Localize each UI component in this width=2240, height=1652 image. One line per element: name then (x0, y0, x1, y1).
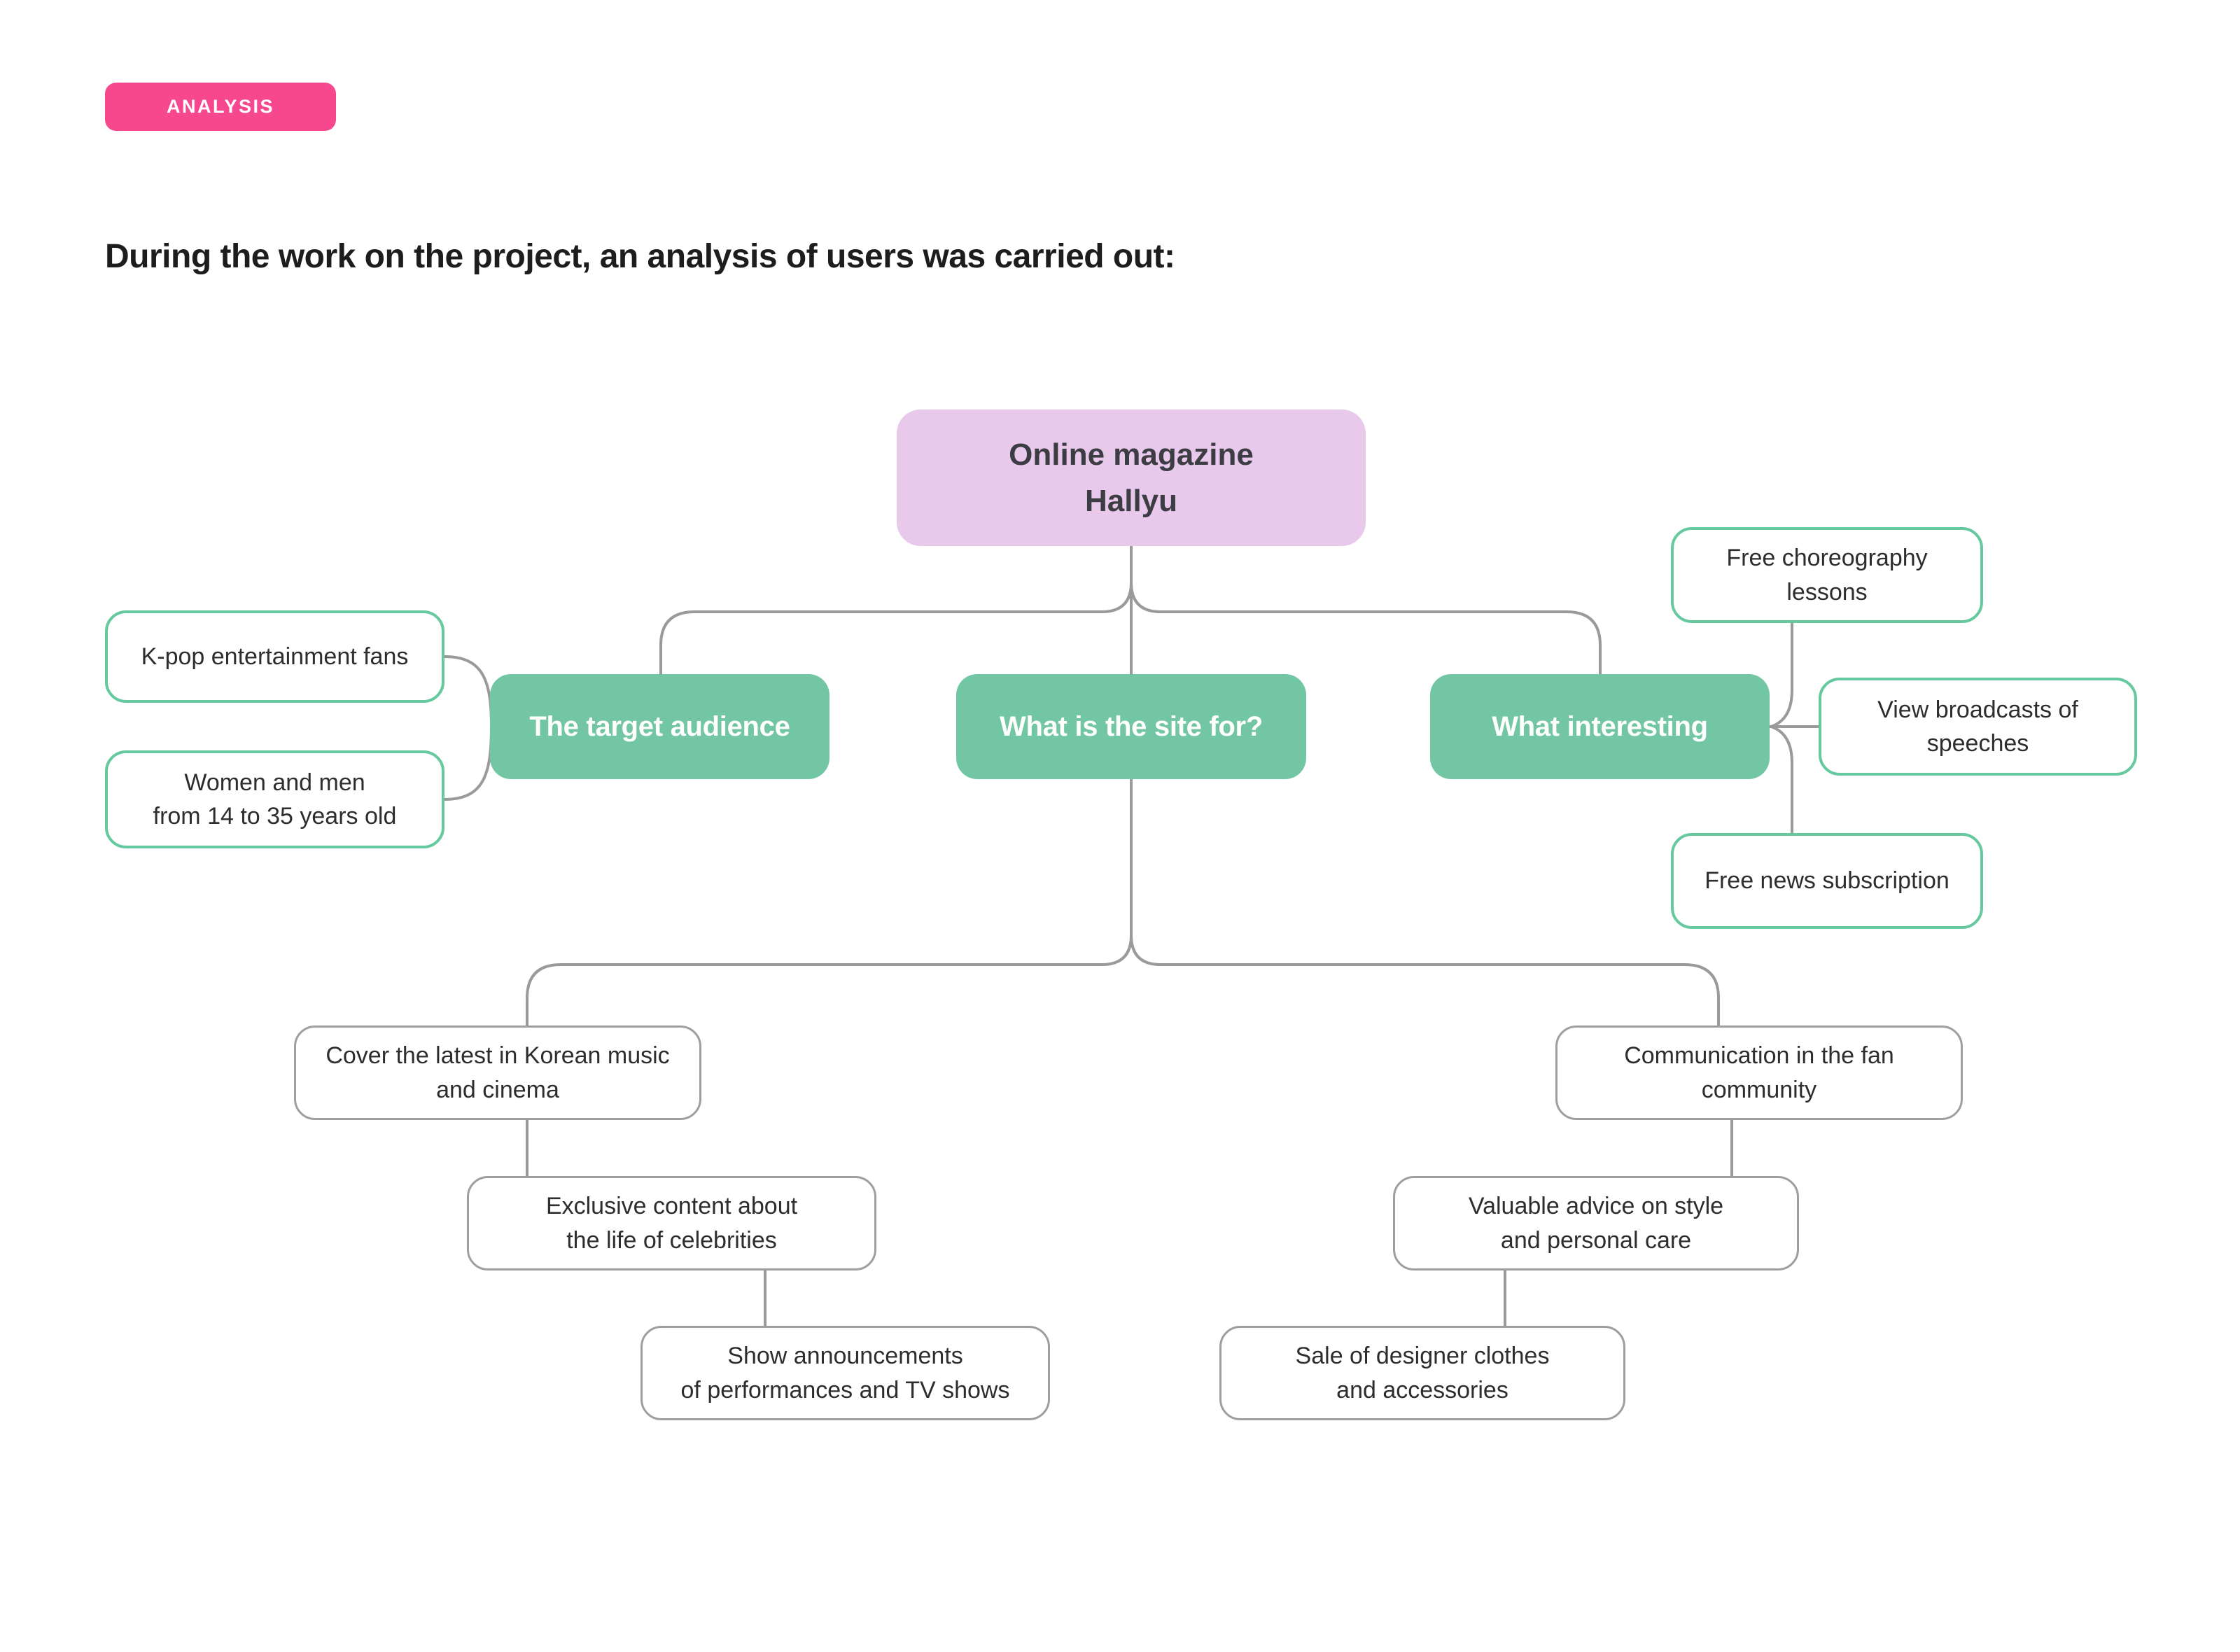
node-label: K-pop entertainment fans (141, 643, 409, 670)
node-what-interesting[interactable]: What interesting (1430, 674, 1770, 779)
node-target-audience[interactable]: The target audience (490, 674, 830, 779)
node-free-choreography-lessons[interactable]: Free choreography lessons (1671, 527, 1983, 623)
node-label: Cover the latest in Korean music and cin… (326, 1042, 670, 1103)
node-what-is-the-site-for[interactable]: What is the site for? (956, 674, 1306, 779)
node-online-magazine-hallyu[interactable]: Online magazine Hallyu (897, 410, 1366, 546)
analysis-badge: ANALYSIS (105, 83, 336, 131)
node-label: Free news subscription (1704, 867, 1949, 895)
node-label: Exclusive content about the life of cele… (545, 1193, 798, 1254)
node-label: Women and men from 14 to 35 years old (153, 769, 397, 830)
page-title: During the work on the project, an analy… (105, 238, 1175, 275)
analysis-badge-label: ANALYSIS (166, 96, 275, 117)
node-view-broadcasts[interactable]: View broadcasts of speeches (1819, 678, 2137, 776)
node-label: View broadcasts of speeches (1877, 696, 2078, 757)
node-free-news-subscription[interactable]: Free news subscription (1671, 833, 1983, 929)
node-sale-designer-clothes[interactable]: Sale of designer clothes and accessories (1219, 1326, 1625, 1420)
node-show-announcements[interactable]: Show announcements of performances and T… (640, 1326, 1050, 1420)
node-cover-korean-music-cinema[interactable]: Cover the latest in Korean music and cin… (294, 1026, 701, 1120)
node-kpop-fans[interactable]: K-pop entertainment fans (105, 610, 444, 703)
node-label: Online magazine Hallyu (1009, 437, 1254, 518)
node-label: Valuable advice on style and personal ca… (1468, 1193, 1724, 1254)
node-women-and-men-age[interactable]: Women and men from 14 to 35 years old (105, 750, 444, 848)
node-label: Free choreography lessons (1726, 545, 1928, 606)
node-label: Show announcements of performances and T… (680, 1343, 1010, 1404)
node-label: What is the site for? (1000, 710, 1263, 742)
node-label: Sale of designer clothes and accessories (1295, 1343, 1550, 1404)
node-exclusive-content-celebrities[interactable]: Exclusive content about the life of cele… (467, 1176, 876, 1270)
node-style-advice[interactable]: Valuable advice on style and personal ca… (1393, 1176, 1799, 1270)
node-label: The target audience (529, 710, 790, 742)
node-label: Communication in the fan community (1624, 1042, 1894, 1103)
node-fan-community-communication[interactable]: Communication in the fan community (1555, 1026, 1963, 1120)
node-label: What interesting (1492, 710, 1708, 742)
